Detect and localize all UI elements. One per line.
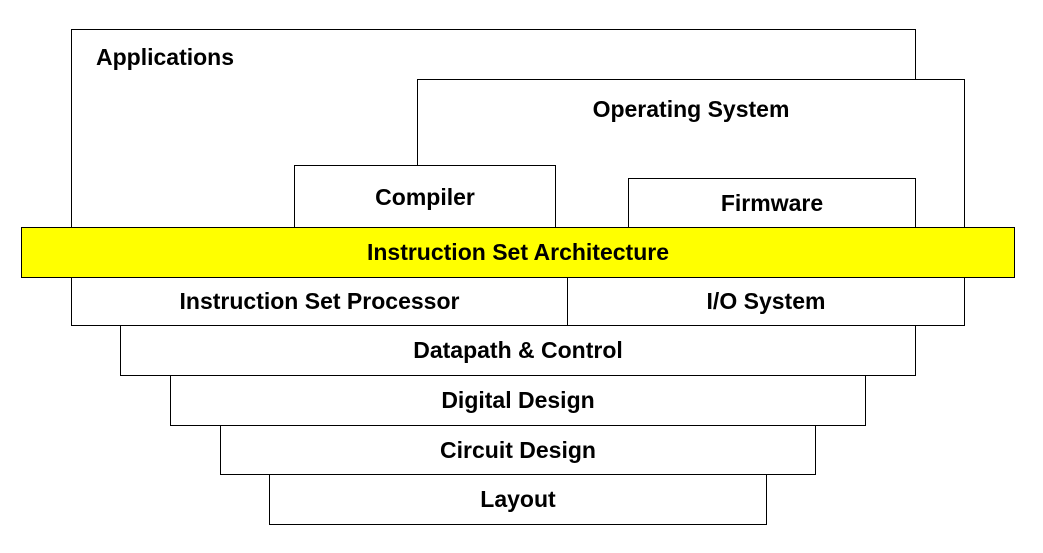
applications-label: Applications <box>96 44 235 70</box>
digital-design-label: Digital Design <box>441 387 595 413</box>
isp-layer: Instruction Set Processor <box>71 277 568 326</box>
io-system-layer: I/O System <box>567 277 965 326</box>
isp-label: Instruction Set Processor <box>179 288 460 314</box>
compiler-label: Compiler <box>375 184 475 210</box>
circuit-design-label: Circuit Design <box>440 436 596 463</box>
datapath-control-label: Datapath & Control <box>413 337 623 363</box>
layout-label: Layout <box>480 486 556 512</box>
isa-layer: Instruction Set Architecture <box>21 227 1015 278</box>
operating-system-label: Operating System <box>592 96 790 122</box>
circuit-design-layer: Circuit Design <box>220 425 816 475</box>
digital-design-layer: Digital Design <box>170 375 866 426</box>
isa-label: Instruction Set Architecture <box>366 239 670 265</box>
firmware-layer: Firmware <box>628 178 916 228</box>
io-system-label: I/O System <box>706 288 826 314</box>
firmware-label: Firmware <box>720 190 824 216</box>
layout-layer: Layout <box>269 474 767 525</box>
datapath-control-layer: Datapath & Control <box>120 325 916 376</box>
compiler-layer: Compiler <box>294 165 556 228</box>
